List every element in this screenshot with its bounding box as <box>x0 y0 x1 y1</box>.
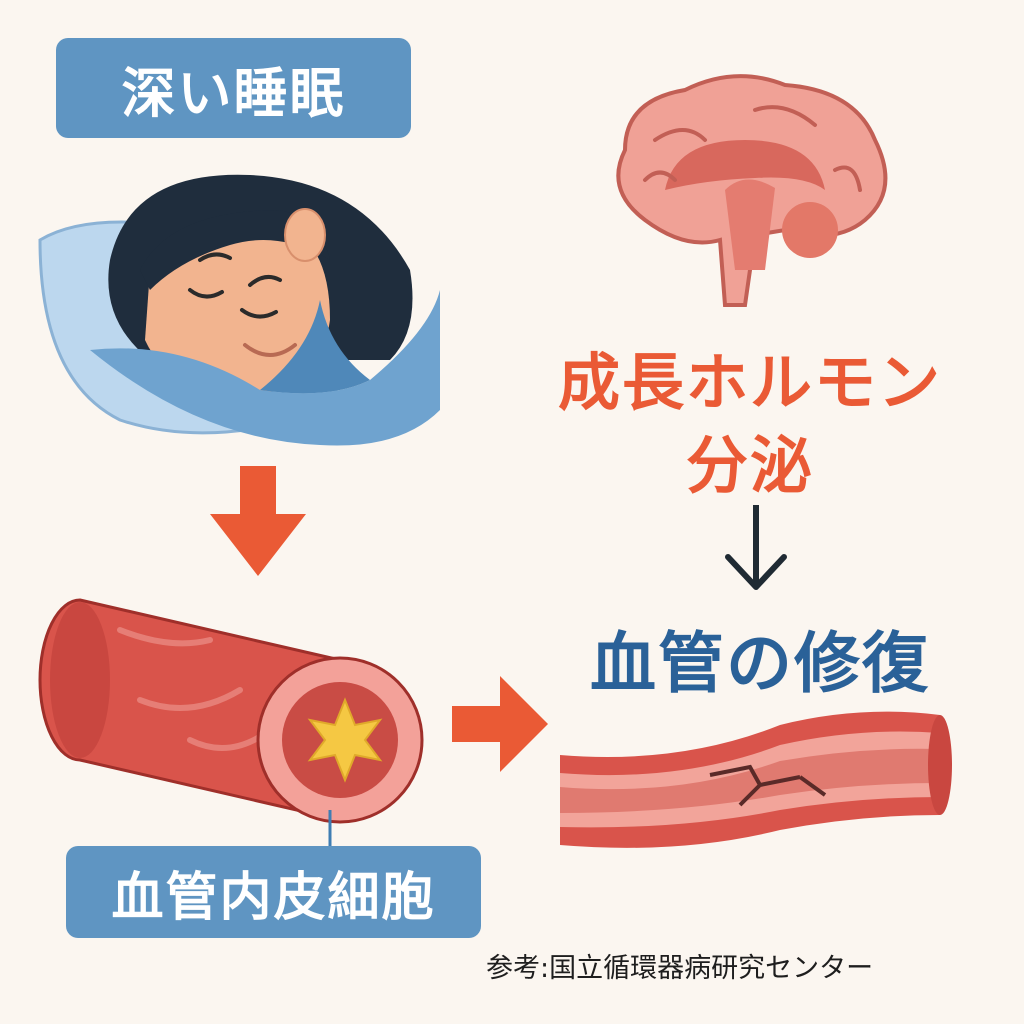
blood-vessel-icon <box>38 598 424 846</box>
secretion-text: 分泌 <box>685 429 814 502</box>
endothelial-cells-label: 血管内皮細胞 <box>66 846 481 938</box>
repaired-vessel-icon <box>560 711 952 848</box>
down-arrow-icon <box>210 466 306 576</box>
reference-text: 参考:国立循環器病研究センター <box>486 953 874 984</box>
endothelial-cells-text: 血管内皮細胞 <box>111 867 436 928</box>
vessel-repair-text: 血管の修復 <box>590 625 930 702</box>
growth-hormone-text: 成長ホルモン <box>557 346 942 419</box>
deep-sleep-label: 深い睡眠 <box>56 38 411 138</box>
right-arrow-icon <box>452 676 548 772</box>
deep-sleep-text: 深い睡眠 <box>121 61 346 125</box>
down-arrow-icon <box>725 505 787 590</box>
brain-icon <box>616 74 888 307</box>
sleeping-person-icon <box>38 174 440 446</box>
